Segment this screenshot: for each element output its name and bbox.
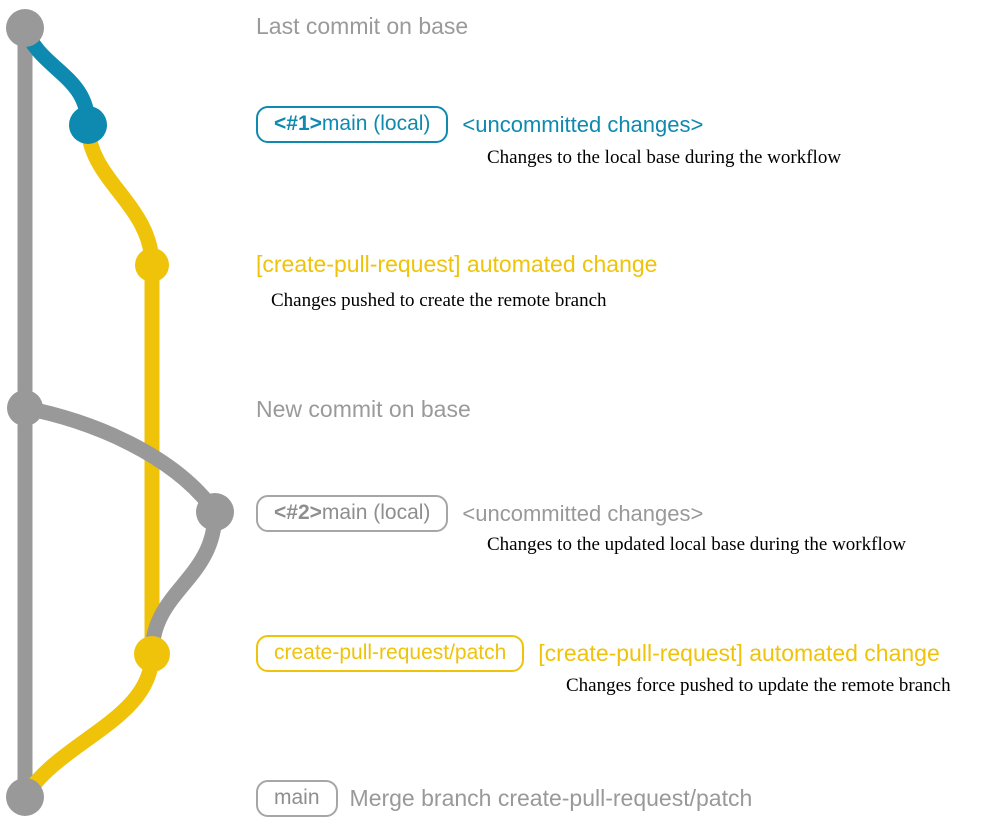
row-last-commit-on-base: Last commit on base — [256, 15, 468, 38]
branch-badge-local-1[interactable]: <#1> main (local) — [256, 106, 449, 143]
commit-nodes — [6, 9, 234, 816]
node-patch-1 — [135, 248, 169, 282]
commit-description-local-1: Changes to the local base during the wor… — [487, 147, 842, 168]
branch-badge-name: main (local) — [321, 501, 431, 524]
branch-badge-patch-2[interactable]: create-pull-request/patch — [256, 635, 525, 672]
commit-description-patch-1: Changes pushed to create the remote bran… — [271, 290, 607, 311]
row-patch-commit-1: [create-pull-request] automated change — [256, 253, 657, 276]
commit-subject-patch-2: [create-pull-request] automated change — [538, 640, 940, 666]
node-base-new — [7, 390, 43, 426]
commit-subject-base-last: Last commit on base — [256, 13, 469, 39]
edge-patch2-to-merge — [17, 646, 160, 805]
row-new-commit-on-base: New commit on base — [256, 398, 471, 421]
node-base-last — [6, 9, 44, 47]
commit-subject-local-2: <uncommitted changes> — [462, 500, 704, 526]
node-patch-2 — [134, 636, 170, 672]
branch-badge-main[interactable]: main — [256, 780, 338, 817]
row-local-commit-1: <#1> main (local) <uncommitted changes> — [256, 106, 703, 143]
commit-description-patch-2: Changes force pushed to update the remot… — [566, 675, 951, 696]
edge-basenew-to-local2 — [17, 400, 223, 520]
row-patch-commit-2: create-pull-request/patch [create-pull-r… — [256, 635, 940, 672]
edge-local2-to-patch2 — [144, 504, 223, 662]
row-local-commit-2: <#2> main (local) <uncommitted changes> — [256, 495, 703, 532]
branch-badge-local-2[interactable]: <#2> main (local) — [256, 495, 449, 532]
node-local-1 — [69, 106, 107, 144]
branch-badge-name: create-pull-request/patch — [274, 641, 507, 664]
branch-badge-name: main — [274, 786, 320, 809]
commit-subject-local-1: <uncommitted changes> — [462, 111, 704, 137]
commit-subject-patch-1: [create-pull-request] automated change — [256, 251, 658, 277]
node-local-2 — [196, 493, 234, 531]
branch-badge-prefix: <#2> — [274, 501, 322, 524]
branch-badge-name: main (local) — [321, 112, 431, 135]
node-base-merge — [6, 778, 44, 816]
branch-badge-prefix: <#1> — [274, 112, 322, 135]
commit-description-local-2: Changes to the updated local base during… — [487, 534, 906, 555]
commit-subject-base-new: New commit on base — [256, 396, 471, 422]
row-merge-commit: main Merge branch create-pull-request/pa… — [256, 780, 752, 817]
commit-subject-merge: Merge branch create-pull-request/patch — [349, 785, 753, 811]
